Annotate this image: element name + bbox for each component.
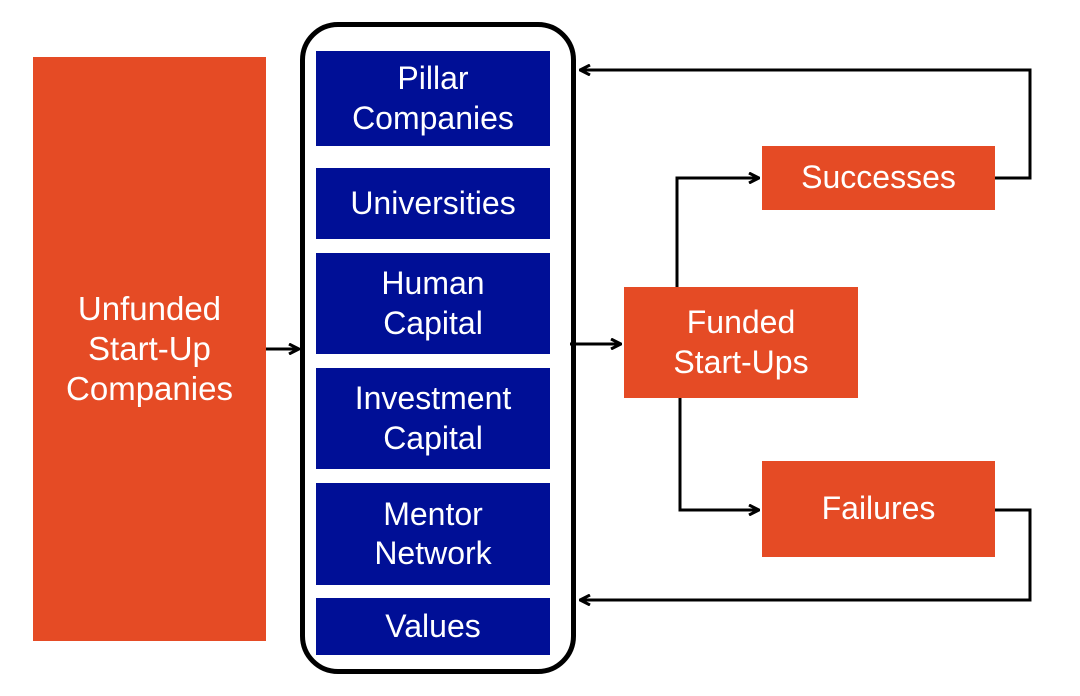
funded-startups-label-line-1: Funded: [686, 304, 796, 341]
failures-label: Failures: [821, 490, 936, 527]
successes-box: Successes: [762, 146, 995, 210]
human-capital-label-line-1: Human: [381, 265, 485, 302]
failures-box: Failures: [762, 461, 995, 557]
arrow-successes-feedback: [580, 70, 1032, 180]
unfunded-startups-label-line-1: Unfunded: [77, 289, 222, 327]
values-box: Values: [316, 598, 550, 655]
human-capital-box: Human Capital: [316, 253, 550, 354]
values-label: Values: [385, 607, 481, 644]
universities-box: Universities: [316, 168, 550, 239]
arrow-failures-feedback: [580, 508, 1032, 600]
funded-startups-box: Funded Start-Ups: [624, 287, 858, 398]
investment-capital-box: Investment Capital: [316, 368, 550, 469]
ecosystem-container: [300, 22, 576, 674]
mentor-network-label-line-1: Mentor: [383, 495, 483, 532]
human-capital-label-line-2: Capital: [383, 304, 483, 341]
unfunded-startups-box: Unfunded Start-Up Companies: [33, 57, 266, 641]
investment-capital-label-line-1: Investment: [354, 380, 512, 417]
pillar-companies-label-line-2: Companies: [352, 99, 514, 136]
arrow-funded-to-successes: [675, 178, 759, 287]
universities-label: Universities: [350, 184, 516, 221]
arrow-funded-to-failures: [678, 398, 759, 510]
unfunded-startups-label-line-3: Companies: [66, 370, 233, 408]
investment-capital-label-line-2: Capital: [383, 419, 483, 456]
mentor-network-label-line-2: Network: [374, 535, 492, 571]
pillar-companies-label-line-1: Pillar: [397, 60, 469, 97]
pillar-companies-box: Pillar Companies: [316, 51, 550, 146]
unfunded-startups-label-line-2: Start-Up: [88, 329, 211, 367]
successes-label: Successes: [801, 159, 956, 196]
mentor-network-box: Mentor Network: [316, 483, 550, 585]
funded-startups-label-line-2: Start-Ups: [673, 343, 809, 380]
